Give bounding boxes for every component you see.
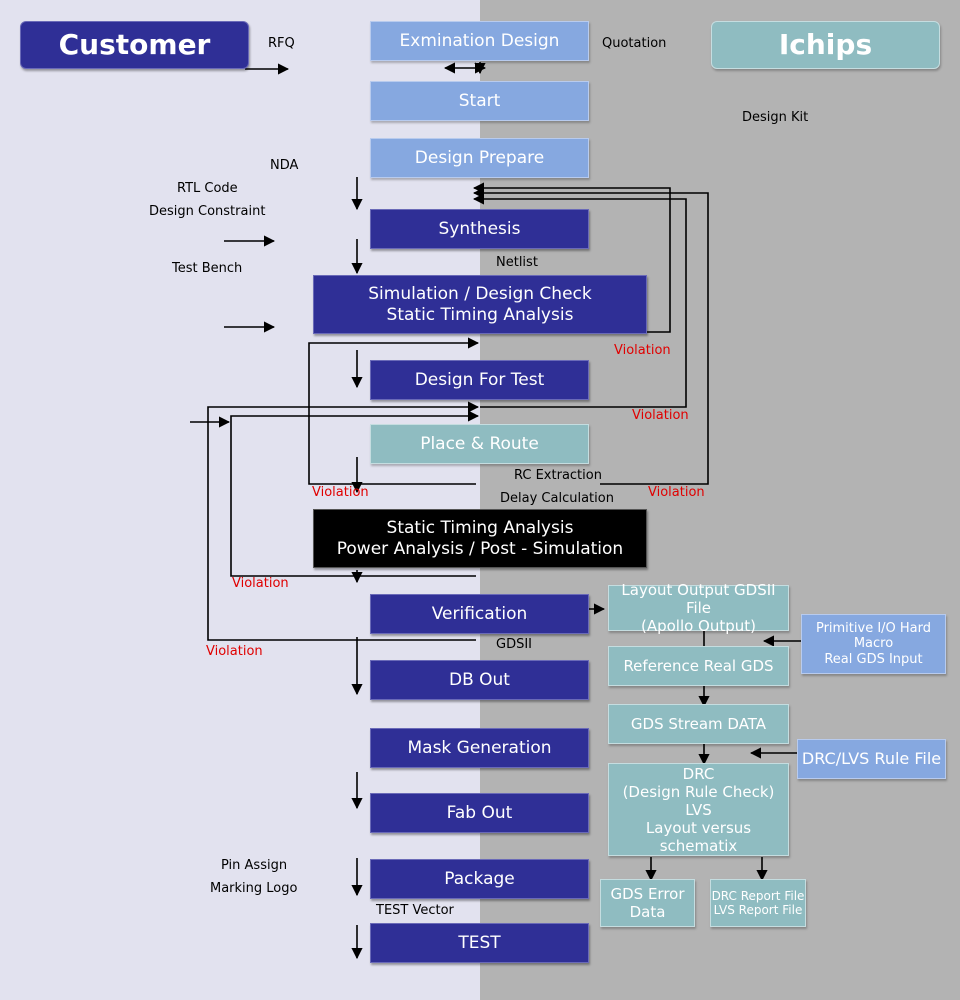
drc-lvs-rule-box: DRC/LVS Rule File: [797, 739, 946, 779]
verification-step: Verification: [370, 594, 589, 634]
customer-header: Customer: [20, 21, 249, 69]
layout-output-line-1: Layout Output GDSII File: [621, 581, 776, 617]
violation-label-1: Violation: [614, 343, 671, 358]
violation-label-2: Violation: [632, 408, 689, 423]
drc-line-2: (Design Rule Check): [622, 782, 775, 801]
test-vector-label: TEST Vector: [376, 903, 454, 918]
violation-label-4: Violation: [648, 485, 705, 500]
design-constraint-label: Design Constraint: [149, 204, 266, 219]
drc-report-line-1: DRC Report File: [711, 888, 805, 903]
nda-label: NDA: [270, 158, 299, 173]
place-route-step: Place & Route: [370, 424, 589, 464]
test-bench-label: Test Bench: [172, 261, 243, 276]
marking-logo-label: Marking Logo: [210, 881, 298, 896]
drc-line-3: LVS: [685, 800, 712, 819]
violation-label-6: Violation: [206, 644, 263, 659]
design-prepare-step: Design Prepare: [370, 138, 589, 178]
drc-report-line-2: LVS Report File: [713, 903, 803, 917]
design-kit-label: Design Kit: [742, 110, 809, 125]
rc-extraction-label: RC Extraction: [514, 468, 602, 483]
test-step: TEST: [370, 923, 589, 963]
mask-generation-step: Mask Generation: [370, 728, 589, 768]
drc-line-4: Layout versus schematix: [645, 818, 752, 855]
violation-label-3: Violation: [312, 485, 369, 500]
gds-error-line-2: Data: [629, 903, 666, 921]
delay-calculation-label: Delay Calculation: [500, 491, 614, 506]
db-out-step: DB Out: [370, 660, 589, 700]
layout-output-line-2: (Apollo Output): [640, 617, 757, 635]
primitive-io-line-2: Macro: [853, 636, 894, 652]
synthesis-step: Synthesis: [370, 209, 589, 249]
ichips-header: Ichips: [711, 21, 940, 69]
primitive-io-line-3: Real GDS Input: [824, 651, 923, 667]
package-step: Package: [370, 859, 589, 899]
start-step: Start: [370, 81, 589, 121]
rfq-label: RFQ: [268, 36, 295, 51]
drc-line-1: DRC: [682, 764, 715, 783]
sta-line-1: Static Timing Analysis: [386, 518, 574, 539]
netlist-label: Netlist: [496, 255, 538, 270]
sta-line-2: Power Analysis / Post - Simulation: [336, 538, 624, 559]
pin-assign-label: Pin Assign: [221, 858, 288, 873]
primitive-io-line-1: Primitive I/O Hard: [815, 620, 932, 636]
gdsii-label: GDSII: [496, 637, 533, 652]
gds-stream-box: GDS Stream DATA: [608, 704, 789, 744]
reference-gds-box: Reference Real GDS: [608, 646, 789, 686]
simulation-line-1: Simulation / Design Check: [368, 284, 592, 305]
layout-output-box: Layout Output GDSII File(Apollo Output): [608, 581, 789, 635]
exam-design-step: Exmination Design: [370, 21, 589, 61]
simulation-line-2: Static Timing Analysis: [386, 304, 574, 325]
violation-label-5: Violation: [232, 576, 289, 591]
fab-out-step: Fab Out: [370, 793, 589, 833]
gds-error-line-1: GDS Error: [610, 885, 685, 903]
quotation-label: Quotation: [602, 36, 667, 51]
dft-step: Design For Test: [370, 360, 589, 400]
rtl-code-label: RTL Code: [177, 181, 238, 196]
